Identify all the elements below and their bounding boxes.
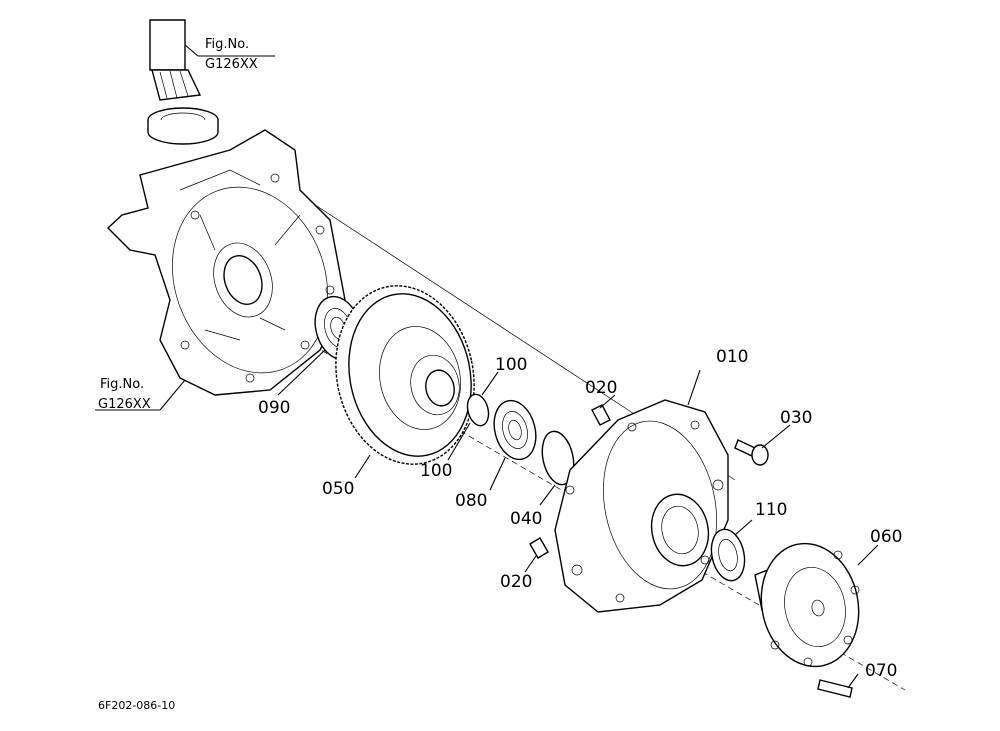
bearing-080-part bbox=[493, 399, 537, 461]
leader-100a bbox=[481, 371, 499, 396]
leader-070 bbox=[847, 673, 859, 689]
callout-020a: 020 bbox=[585, 378, 617, 398]
upper-bearing-part bbox=[147, 107, 219, 145]
callout-020b: 020 bbox=[500, 572, 532, 592]
leader-030 bbox=[761, 424, 791, 449]
pinion-shaft-part bbox=[149, 19, 202, 101]
leader-100b bbox=[447, 422, 471, 461]
ref-left-leader bbox=[159, 379, 186, 411]
leader-020a bbox=[599, 394, 616, 409]
leader-020b bbox=[524, 555, 537, 573]
stud-070-part bbox=[817, 679, 853, 698]
callout-090: 090 bbox=[258, 398, 290, 418]
pin-020-upper-part bbox=[591, 404, 611, 426]
pin-020-lower-part bbox=[529, 537, 549, 559]
leader-080 bbox=[489, 457, 506, 491]
drawing-code: 6F202-086-10 bbox=[98, 699, 175, 712]
circlip-100-part bbox=[466, 393, 490, 427]
callout-050: 050 bbox=[322, 479, 354, 499]
callout-100b: 100 bbox=[420, 461, 452, 481]
callout-010: 010 bbox=[716, 347, 748, 367]
seal-110-part bbox=[710, 528, 746, 582]
cover-010-part bbox=[554, 399, 729, 613]
o-ring-040-part bbox=[541, 430, 575, 486]
ref-top-line1: Fig.No. bbox=[205, 37, 249, 52]
callout-080: 080 bbox=[455, 491, 487, 511]
ref-left-line1: Fig.No. bbox=[100, 377, 144, 392]
leader-060 bbox=[857, 544, 879, 566]
callout-040: 040 bbox=[510, 509, 542, 529]
callout-100a: 100 bbox=[495, 355, 527, 375]
leader-040 bbox=[539, 484, 556, 506]
leader-110 bbox=[734, 519, 753, 536]
callout-110: 110 bbox=[755, 500, 787, 520]
flange-shaft-060-part bbox=[754, 542, 860, 668]
leader-050 bbox=[354, 454, 371, 479]
leader-090 bbox=[277, 349, 326, 396]
bevel-gear-050-part bbox=[335, 285, 475, 465]
callout-030: 030 bbox=[780, 408, 812, 428]
callout-060: 060 bbox=[870, 527, 902, 547]
bolt-030-part bbox=[734, 439, 769, 466]
gear-case-housing-part bbox=[106, 129, 346, 396]
leader-010 bbox=[687, 369, 701, 406]
ref-top-leader bbox=[184, 44, 199, 57]
ref-top-line2: G126XX bbox=[205, 57, 258, 72]
callout-070: 070 bbox=[865, 661, 897, 681]
ref-left-line2: G126XX bbox=[98, 397, 151, 412]
